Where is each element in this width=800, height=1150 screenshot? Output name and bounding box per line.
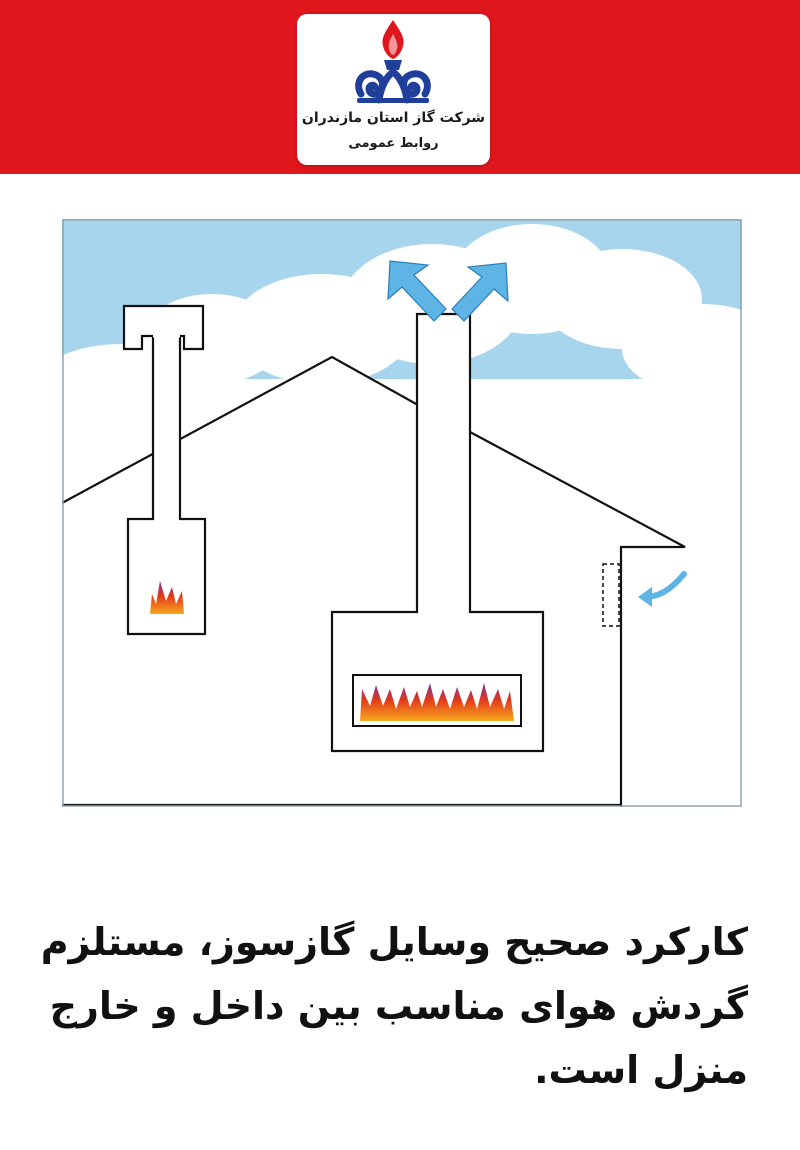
exhaust-arrows-icon bbox=[387, 260, 509, 322]
caption-line-1: کارکرد صحیح وسایل گازسوز، مستلزم bbox=[40, 920, 748, 964]
caption: کارکرد صحیح وسایل گازسوز، مستلزم گردش هو… bbox=[40, 910, 748, 1102]
department-name: روابط عمومی bbox=[348, 136, 439, 151]
intake-arrow-icon bbox=[638, 571, 687, 607]
caption-line-2: گردش هوای مناسب بین داخل و خارج bbox=[49, 984, 748, 1028]
left-chimney bbox=[122, 304, 207, 636]
small-flame-icon bbox=[150, 581, 184, 614]
illustration-frame bbox=[62, 219, 742, 807]
ventilation-illustration bbox=[62, 219, 742, 807]
gas-company-emblem-icon bbox=[355, 20, 431, 104]
caption-line-3: منزل است. bbox=[534, 1048, 748, 1092]
wall-vent bbox=[602, 563, 620, 627]
company-name: شرکت گاز استان مازندران bbox=[301, 110, 486, 126]
roof-right bbox=[469, 431, 686, 807]
burner-flames-icon bbox=[360, 683, 514, 721]
company-logo: شرکت گاز استان مازندران روابط عمومی bbox=[297, 14, 490, 165]
right-chimney-fireplace bbox=[330, 312, 545, 753]
